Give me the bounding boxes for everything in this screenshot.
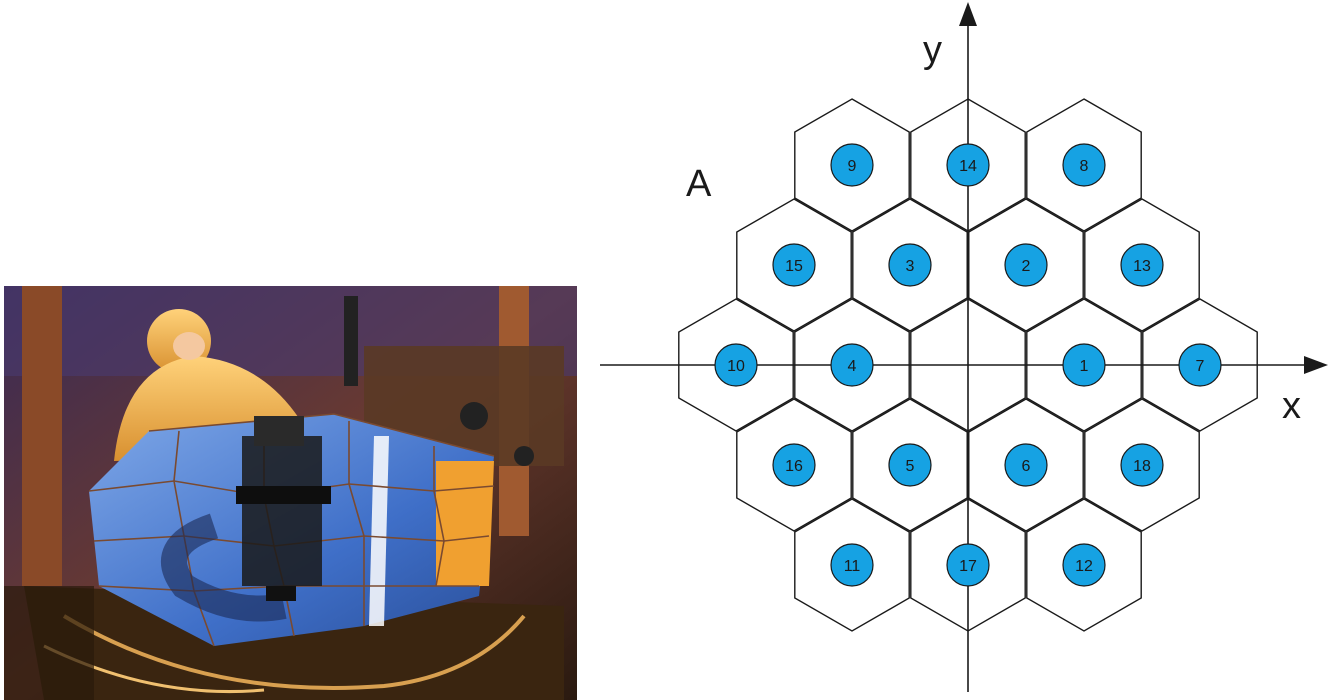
segment-number-label: 9 [848,158,857,175]
segment-marker-3: 3 [888,243,932,287]
segment-marker-circle [1178,343,1222,387]
segment-marker-2: 2 [1004,243,1048,287]
segment-marker-circle [1004,443,1048,487]
segment-number-label: 4 [848,358,857,375]
segment-marker-circle [888,243,932,287]
segment-number-label: 6 [1022,458,1031,475]
segment-number-label: 14 [959,158,977,175]
segment-marker-circle [772,443,816,487]
panel-label: A [686,163,712,205]
segment-number-label: 5 [906,458,915,475]
segment-marker-18: 18 [1120,443,1164,487]
segment-marker-1: 1 [1062,343,1106,387]
segment-marker-circle [1120,443,1164,487]
segment-marker-circle [1062,143,1106,187]
segment-number-label: 10 [727,358,745,375]
segment-number-label: 2 [1022,258,1031,275]
segment-marker-circle [1062,543,1106,587]
segment-marker-circle [1062,343,1106,387]
segment-marker-7: 7 [1178,343,1222,387]
segment-number-label: 11 [844,558,861,575]
segment-number-label: 7 [1196,358,1205,375]
segmented-mirror-photo [4,286,577,700]
segment-marker-circle [772,243,816,287]
segment-number-label: 1 [1080,358,1089,375]
segment-number-label: 8 [1080,158,1089,175]
segment-marker-circle [830,143,874,187]
x-axis-arrowhead [1304,356,1328,374]
segment-marker-circle [946,143,990,187]
segment-marker-circle [1120,243,1164,287]
segment-marker-12: 12 [1062,543,1106,587]
segment-marker-circle [714,343,758,387]
segment-number-label: 17 [959,558,977,575]
segment-number-label: 18 [1133,458,1151,475]
segment-marker-14: 14 [946,143,990,187]
segment-marker-6: 6 [1004,443,1048,487]
segment-marker-circle [830,543,874,587]
x-axis-label: x [1282,385,1301,427]
y-axis-label: y [923,29,942,71]
segment-number-label: 12 [1075,558,1093,575]
segment-marker-circle [888,443,932,487]
segment-marker-8: 8 [1062,143,1106,187]
segment-marker-10: 10 [714,343,758,387]
segment-number-label: 16 [785,458,803,475]
segment-marker-15: 15 [772,243,816,287]
segment-marker-circle [830,343,874,387]
segment-marker-circle [1004,243,1048,287]
segment-marker-9: 9 [830,143,874,187]
segment-number-label: 13 [1133,258,1151,275]
y-axis-arrowhead [959,2,977,26]
segment-marker-4: 4 [830,343,874,387]
segment-marker-11: 11 [830,543,874,587]
segment-marker-13: 13 [1120,243,1164,287]
segment-number-label: 3 [906,258,915,275]
segment-marker-5: 5 [888,443,932,487]
segment-marker-17: 17 [946,543,990,587]
segment-number-label: 15 [785,258,803,275]
segment-marker-16: 16 [772,443,816,487]
segment-marker-circle [946,543,990,587]
